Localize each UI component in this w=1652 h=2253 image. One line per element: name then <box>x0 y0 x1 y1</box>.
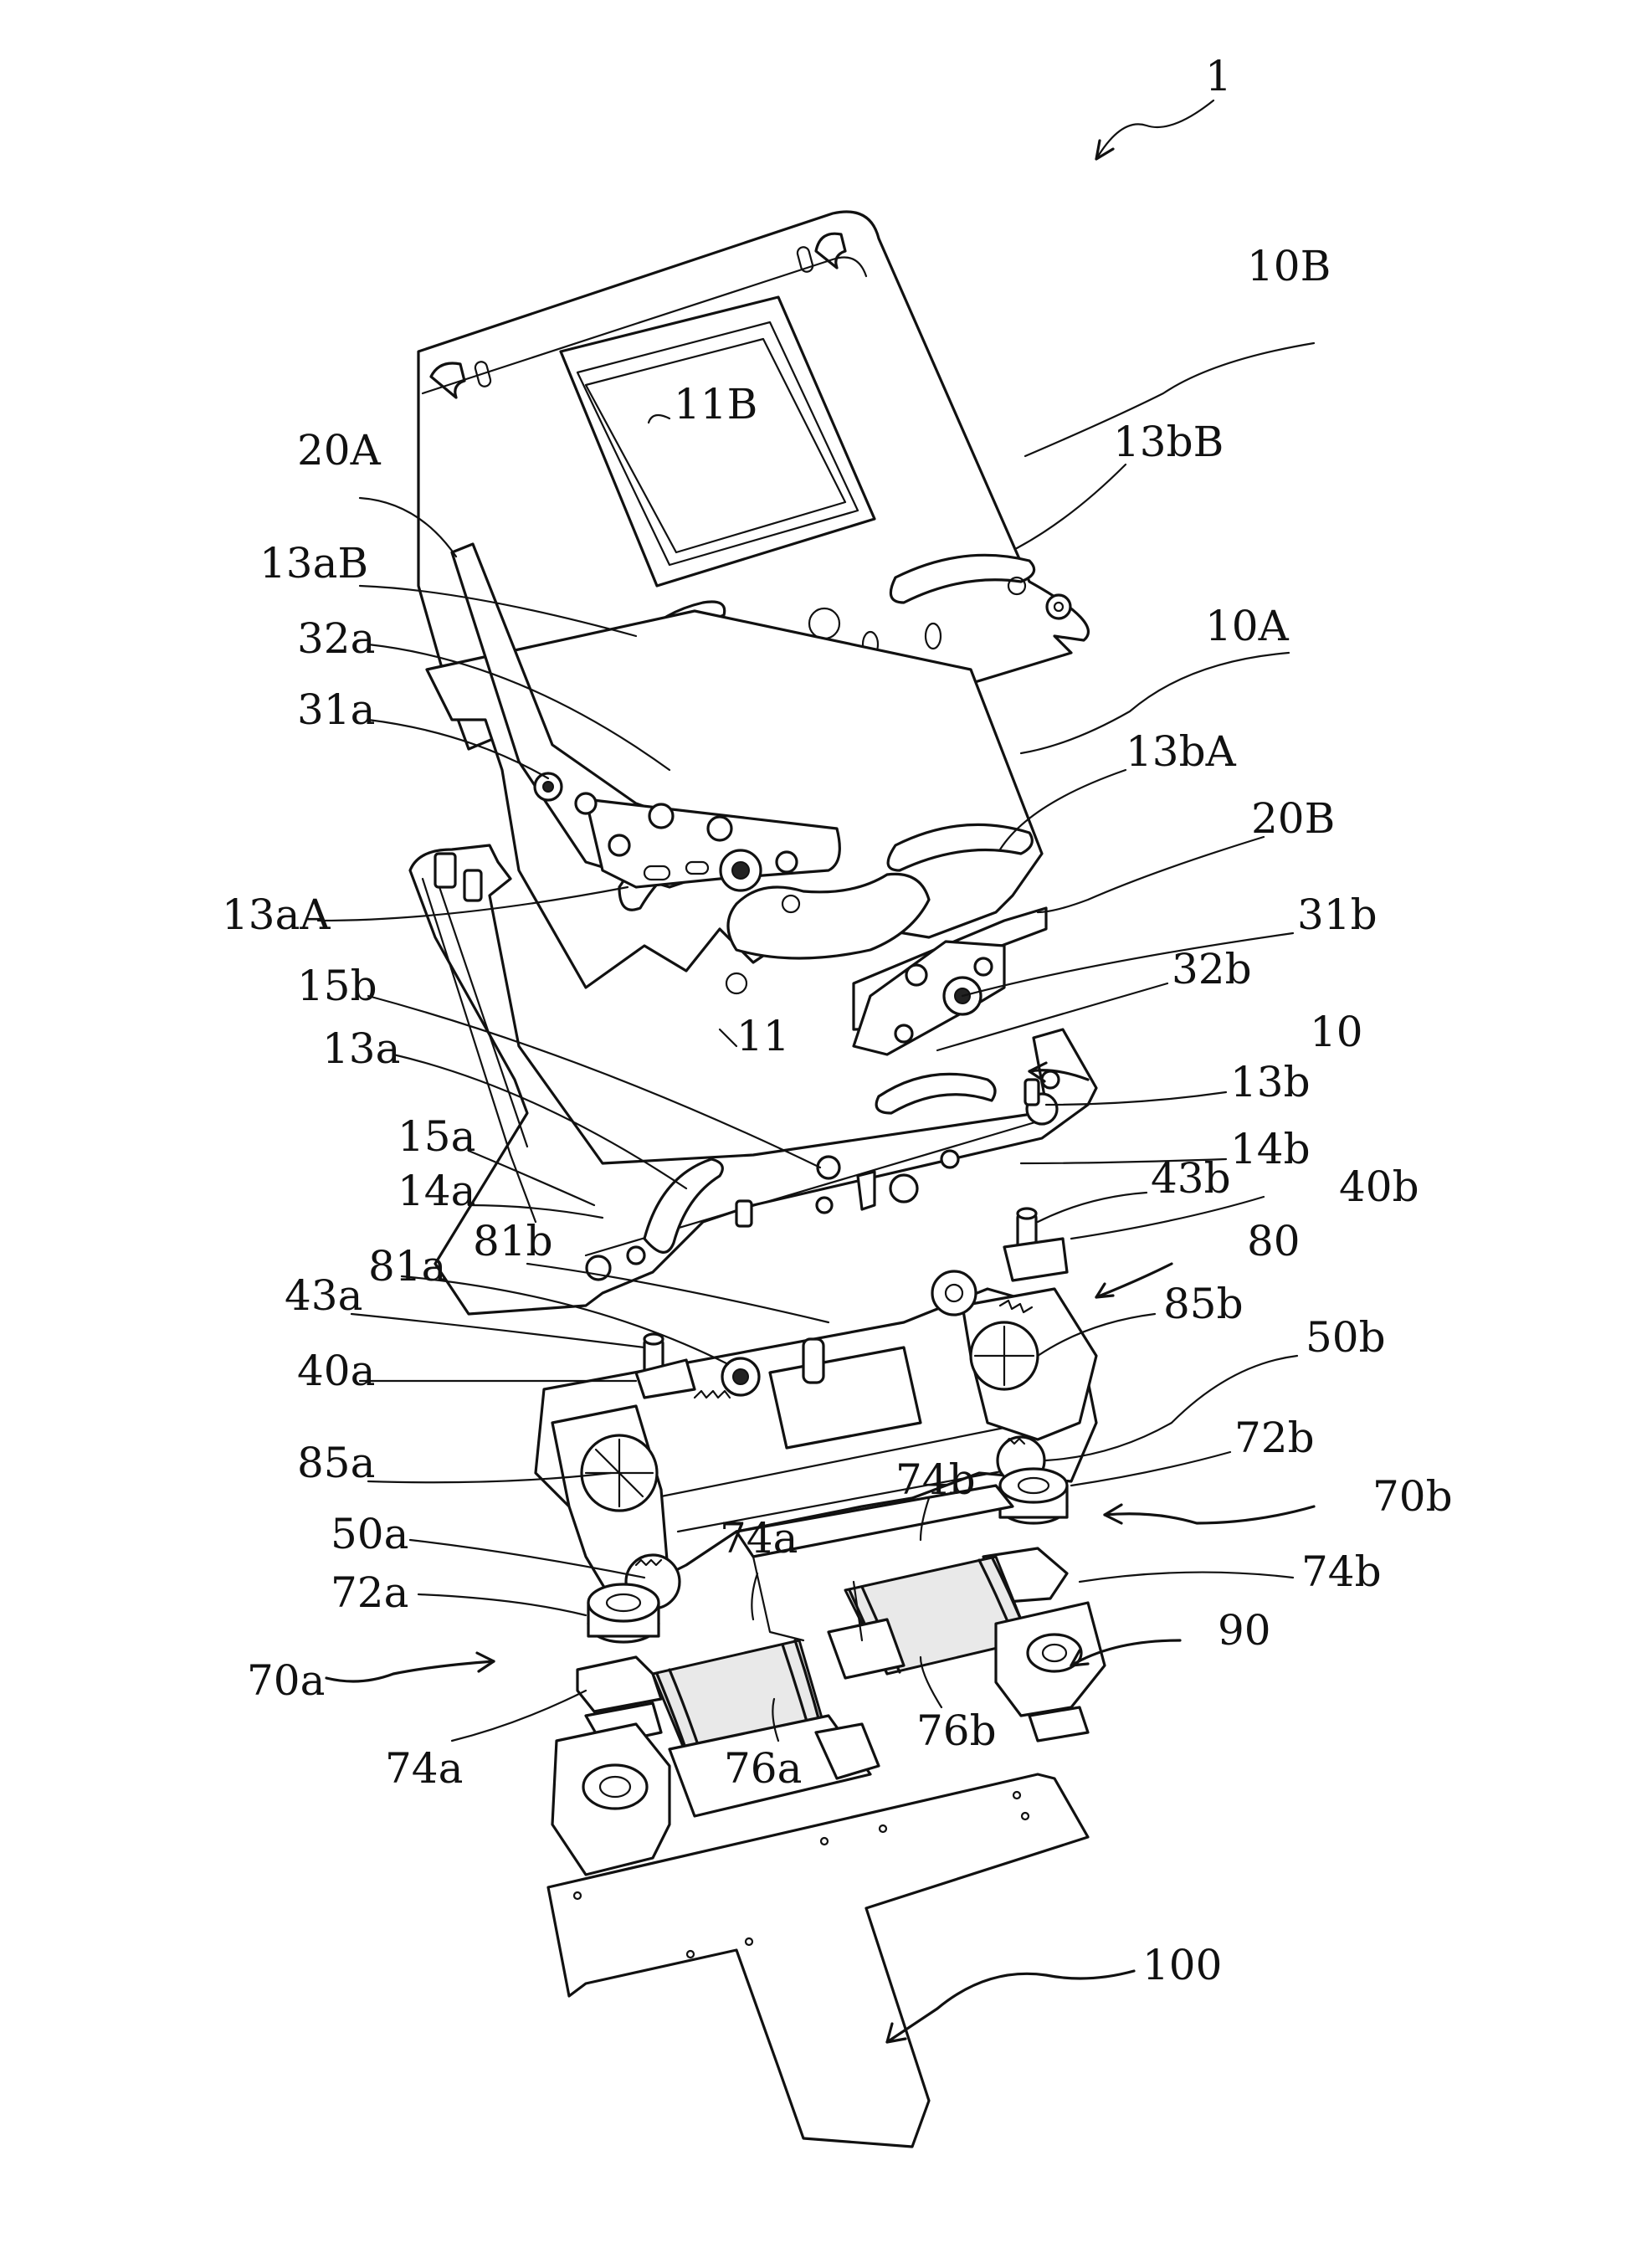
label-40a: 40a <box>297 1347 375 1395</box>
label-85a: 85a <box>297 1439 375 1487</box>
label-10A: 10A <box>1205 602 1290 650</box>
label-81a: 81a <box>368 1242 446 1291</box>
label-14b: 14b <box>1230 1125 1311 1173</box>
bobbin-72b <box>1000 1469 1067 1523</box>
label-32b: 32b <box>1172 945 1252 993</box>
label-90: 90 <box>1218 1606 1271 1655</box>
label-15b: 15b <box>297 962 377 1010</box>
label-13bB: 13bB <box>1113 418 1224 466</box>
label-50a: 50a <box>331 1510 408 1558</box>
bobbin-72a <box>588 1584 659 1642</box>
label-72b: 72b <box>1234 1414 1315 1462</box>
label-20B: 20B <box>1251 794 1335 843</box>
label-100: 100 <box>1142 1941 1222 1989</box>
label-43a: 43a <box>285 1271 362 1320</box>
label-74a-upper: 74a <box>720 1514 798 1563</box>
label-13aB: 13aB <box>259 539 368 588</box>
label-10: 10 <box>1310 1008 1363 1056</box>
label-11: 11 <box>736 1012 790 1060</box>
label-85b: 85b <box>1163 1280 1244 1328</box>
label-70b: 70b <box>1372 1472 1453 1521</box>
coil-unit-70b <box>829 1548 1105 1716</box>
label-70a: 70a <box>247 1656 325 1705</box>
label-1: 1 <box>1205 52 1232 100</box>
label-31a: 31a <box>297 685 375 734</box>
label-80: 80 <box>1247 1217 1301 1265</box>
label-76a: 76a <box>724 1744 802 1793</box>
label-13b: 13b <box>1230 1058 1311 1106</box>
label-74a-lower: 74a <box>385 1744 463 1793</box>
label-10B: 10B <box>1247 242 1331 290</box>
label-32a: 32a <box>297 614 375 663</box>
label-50b: 50b <box>1306 1313 1386 1362</box>
label-20A: 20A <box>297 426 382 475</box>
label-72a: 72a <box>331 1568 408 1617</box>
label-43b: 43b <box>1151 1154 1231 1203</box>
label-13bA: 13bA <box>1126 727 1237 776</box>
label-11B: 11B <box>674 380 757 429</box>
label-74b-right: 74b <box>1301 1547 1382 1596</box>
label-14a: 14a <box>398 1167 475 1215</box>
label-40b: 40b <box>1339 1162 1419 1211</box>
label-31b: 31b <box>1297 890 1378 939</box>
label-81b: 81b <box>473 1217 553 1265</box>
label-74b-upper: 74b <box>895 1455 976 1504</box>
label-76b: 76b <box>916 1706 997 1755</box>
label-13a: 13a <box>322 1024 400 1073</box>
label-15a: 15a <box>398 1112 475 1161</box>
label-13aA: 13aA <box>222 890 331 939</box>
